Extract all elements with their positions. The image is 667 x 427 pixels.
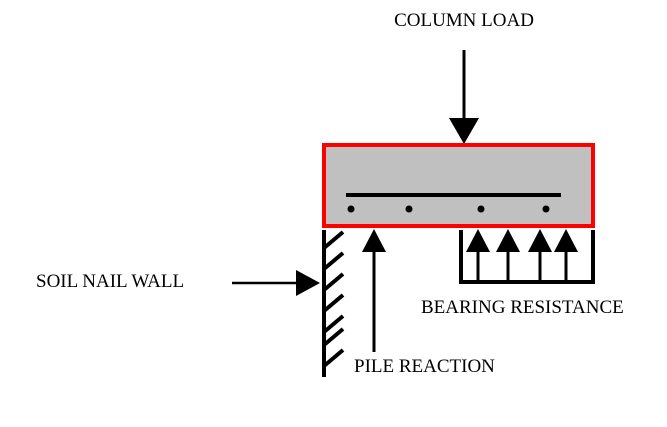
bearing-arrow-head <box>496 229 520 252</box>
bearing-resistance-arrows <box>459 229 595 284</box>
bearing-arrow-head <box>528 229 552 252</box>
bearing-arrow-head <box>554 229 578 252</box>
reinforcement-dot <box>405 205 413 213</box>
bearing-arrow-head <box>466 229 490 252</box>
reinforcement-dot <box>477 205 485 213</box>
bearing-resistance-label: BEARING RESISTANCE <box>421 297 624 318</box>
soil-nail-wall-arrow <box>232 270 320 296</box>
footing <box>322 143 595 228</box>
pile-reaction-arrow <box>362 229 386 352</box>
pile-reaction-label: PILE REACTION <box>354 356 495 377</box>
reinforcement-dots <box>347 205 550 213</box>
column-load-label: COLUMN LOAD <box>394 10 534 31</box>
column-load-arrow <box>449 50 479 144</box>
reinforcement-dot <box>542 205 550 213</box>
soil-nail-wall <box>322 230 345 377</box>
soil-nail-wall-label: SOIL NAIL WALL <box>36 271 184 292</box>
reinforcement-dot <box>347 205 355 213</box>
